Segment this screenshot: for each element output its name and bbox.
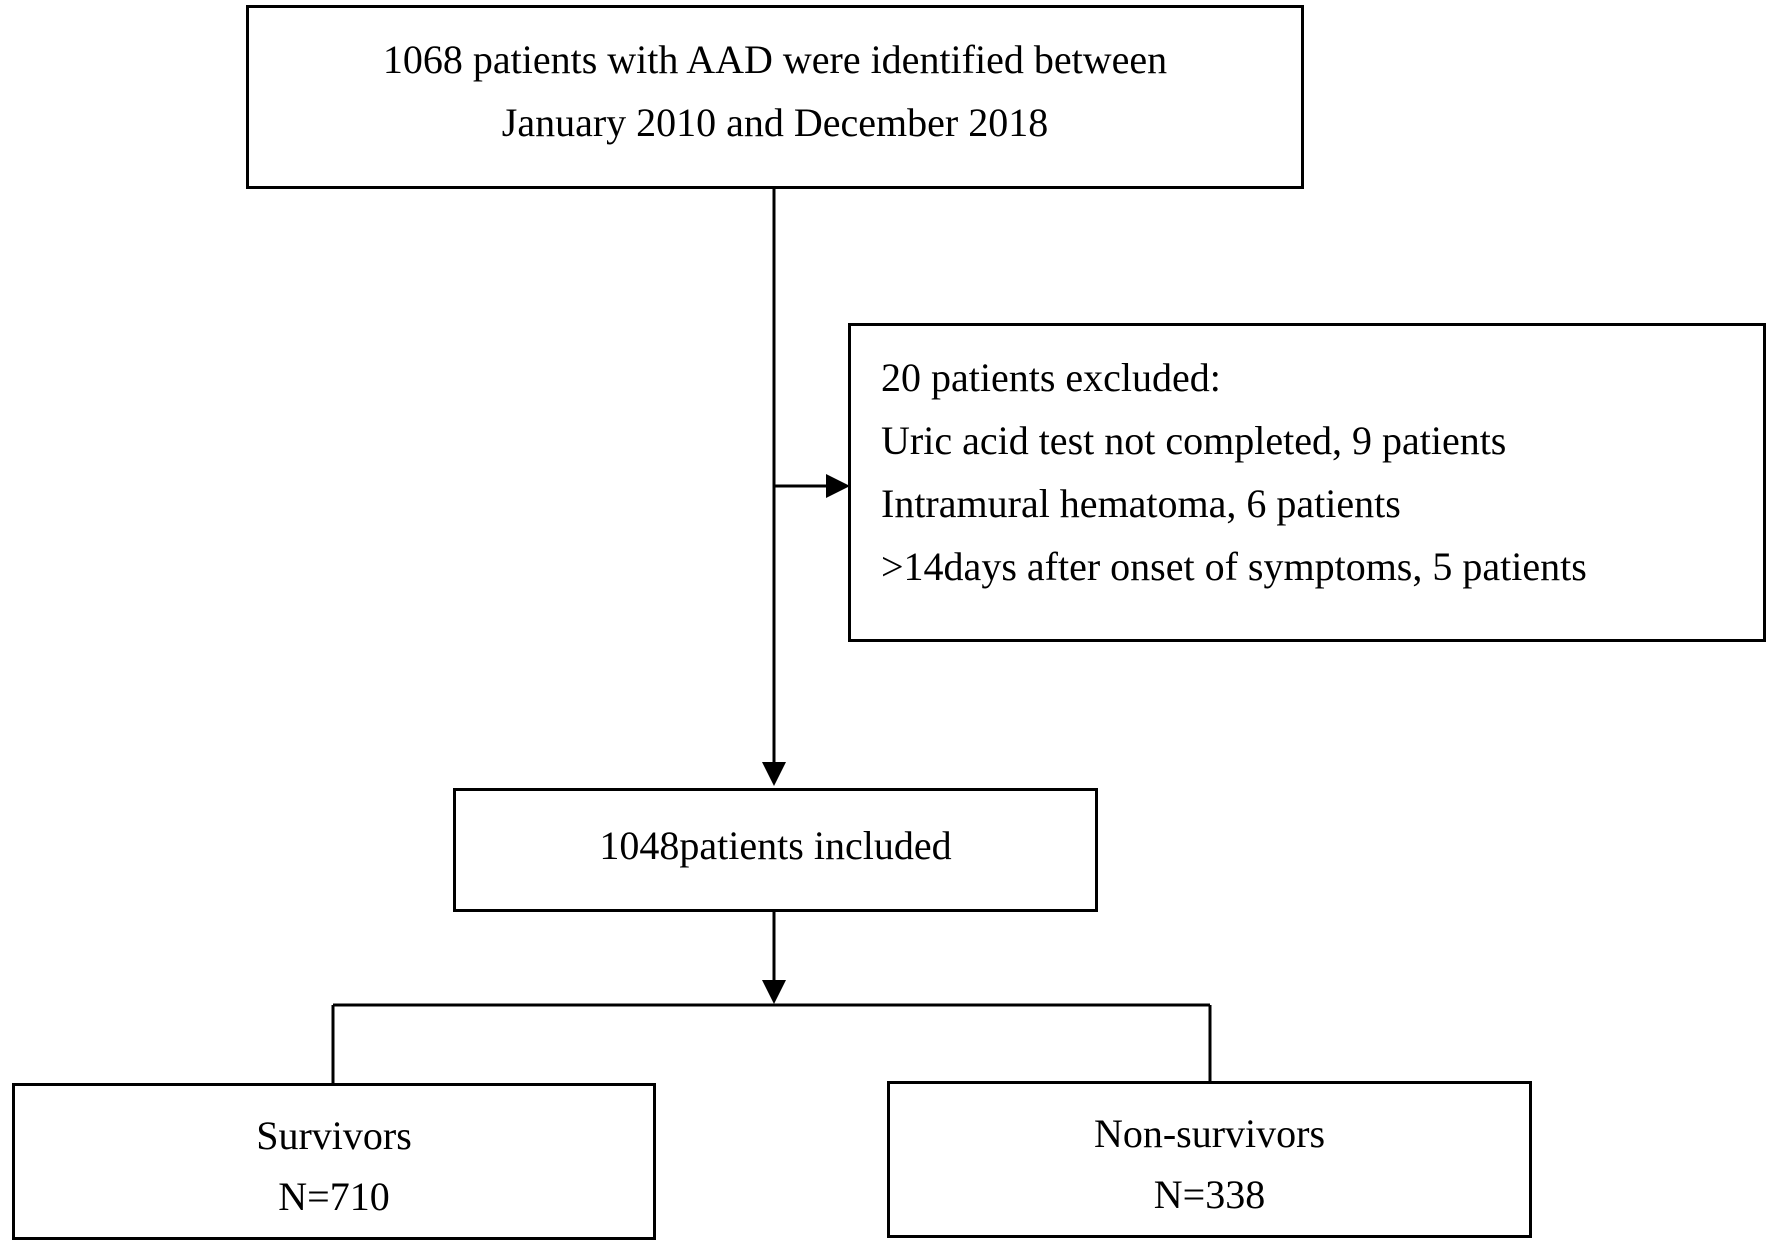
identified-line-1: 1068 patients with AAD were identified b… bbox=[382, 37, 1168, 82]
arrowhead-excluded bbox=[826, 474, 850, 498]
arrowhead-included bbox=[762, 762, 786, 786]
included-box: 1048patients included bbox=[453, 788, 1098, 912]
excluded-box: 20 patients excluded: Uric acid test not… bbox=[848, 323, 1766, 642]
identified-box: 1068 patients with AAD were identified b… bbox=[246, 5, 1304, 189]
survivors-count: N=710 bbox=[278, 1174, 390, 1219]
survivors-box: Survivors N=710 bbox=[12, 1083, 656, 1240]
non-survivors-box: Non-survivors N=338 bbox=[887, 1081, 1532, 1238]
included-label: 1048patients included bbox=[599, 823, 952, 868]
survivors-label: Survivors bbox=[256, 1113, 412, 1158]
non-survivors-label: Non-survivors bbox=[1093, 1111, 1326, 1156]
identified-line-2: January 2010 and December 2018 bbox=[501, 100, 1049, 145]
excluded-heading: 20 patients excluded: bbox=[881, 355, 1221, 400]
excluded-reason: >14days after onset of symptoms, 5 patie… bbox=[881, 544, 1587, 589]
excluded-reason: Uric acid test not completed, 9 patients bbox=[881, 418, 1507, 463]
non-survivors-count: N=338 bbox=[1153, 1172, 1266, 1217]
excluded-reason: Intramural hematoma, 6 patients bbox=[881, 481, 1401, 526]
arrowhead-split bbox=[762, 980, 786, 1004]
